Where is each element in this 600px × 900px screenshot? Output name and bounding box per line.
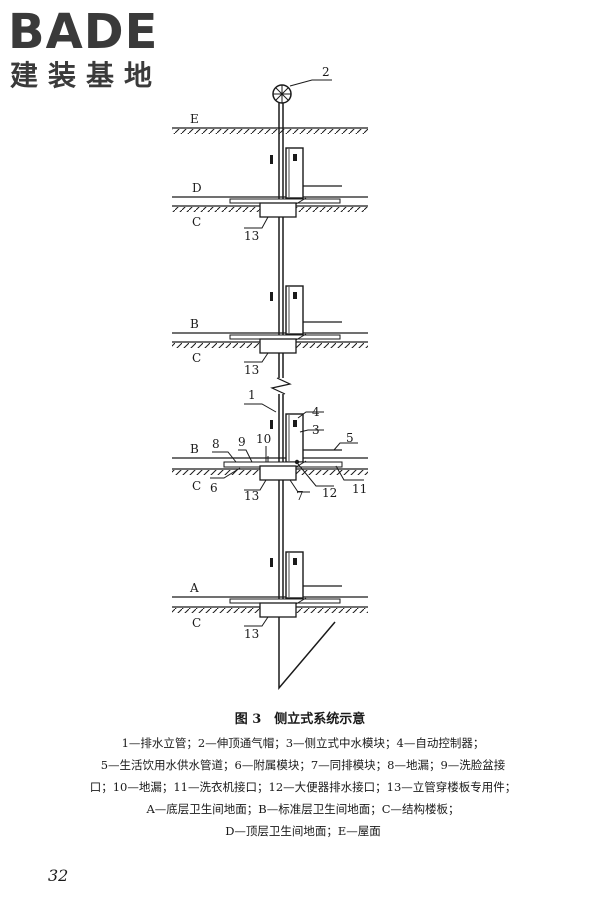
level-label-c-2: C bbox=[192, 351, 201, 365]
legend-line: D—顶层卫生间地面；E—屋面 bbox=[225, 824, 381, 838]
callout-2: 2 bbox=[322, 65, 330, 79]
floor-bottom: A C 13 bbox=[172, 551, 368, 641]
level-label-c-3: C bbox=[192, 479, 201, 493]
level-label-d: D bbox=[192, 181, 202, 195]
callout-7: 7 bbox=[296, 489, 304, 503]
legend-line: A—底层卫生间地面；B—标准层卫生间地面；C—结构楼板； bbox=[146, 802, 460, 816]
logo-wordmark: BADE bbox=[8, 4, 159, 60]
figure-caption: 图 3 侧立式系统示意 bbox=[234, 712, 366, 727]
drain-riser bbox=[270, 103, 336, 691]
legend-line: 5—生活饮用水供水管道；6—附属模块；7—同排模块；8—地漏；9—洗脸盆接 bbox=[100, 758, 506, 772]
callout-13-1: 13 bbox=[244, 229, 259, 243]
callout-10: 10 bbox=[256, 432, 271, 446]
callout-9: 9 bbox=[238, 435, 246, 449]
callout-8: 8 bbox=[212, 437, 220, 451]
page-number: 32 bbox=[48, 866, 69, 885]
figure-legend: 1—排水立管；2—伸顶通气帽；3—侧立式中水模块；4—自动控制器； 5—生活饮用… bbox=[36, 732, 570, 842]
logo-subtitle: 建装基地 bbox=[10, 59, 163, 92]
level-label-c-1: C bbox=[192, 215, 201, 229]
callout-12: 12 bbox=[322, 486, 337, 500]
level-label-a: A bbox=[189, 581, 199, 595]
level-label-b-2: B bbox=[190, 442, 199, 456]
callout-6: 6 bbox=[210, 481, 218, 495]
callout-3: 3 bbox=[312, 423, 320, 437]
side-mounted-system-diagram: E 2 D C 13 bbox=[172, 65, 368, 691]
level-label-e: E bbox=[190, 112, 199, 126]
floor-standard-detailed: B C 1 4 3 5 8 9 10 6 13 7 12 11 bbox=[172, 388, 368, 503]
callout-13-2: 13 bbox=[244, 363, 259, 377]
bade-logo: BADE 建装基地 bbox=[8, 6, 188, 96]
callout-11: 11 bbox=[352, 482, 367, 496]
callout-13-4: 13 bbox=[244, 627, 259, 641]
floor-standard-upper: B C 13 bbox=[172, 285, 368, 377]
legend-line: 1—排水立管；2—伸顶通气帽；3—侧立式中水模块；4—自动控制器； bbox=[121, 736, 485, 750]
callout-5: 5 bbox=[346, 431, 354, 445]
floor-top: D C 13 bbox=[172, 147, 368, 243]
callout-13-3: 13 bbox=[244, 489, 259, 503]
callout-4: 4 bbox=[312, 405, 320, 419]
callout-1: 1 bbox=[248, 388, 256, 402]
roof-level: E bbox=[172, 112, 368, 134]
level-label-c-4: C bbox=[192, 616, 201, 630]
legend-line: 口；10—地漏；11—洗衣机接口；12—大便器排水接口；13—立管穿楼板专用件； bbox=[89, 780, 517, 794]
level-label-b-1: B bbox=[190, 317, 199, 331]
vent-cap: 2 bbox=[272, 65, 332, 104]
